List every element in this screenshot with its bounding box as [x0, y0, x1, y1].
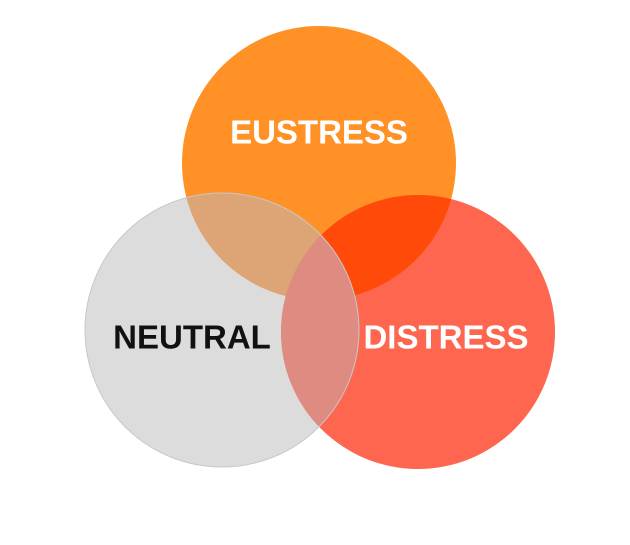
neutral-circle-outline: [84, 192, 360, 468]
distress-label: DISTRESS: [363, 319, 528, 356]
neutral-label: NEUTRAL: [113, 319, 271, 356]
eustress-label: EUSTRESS: [230, 114, 408, 151]
eustress-neutral-overlap: [182, 193, 359, 300]
eustress-distress-overlap: [281, 195, 456, 300]
